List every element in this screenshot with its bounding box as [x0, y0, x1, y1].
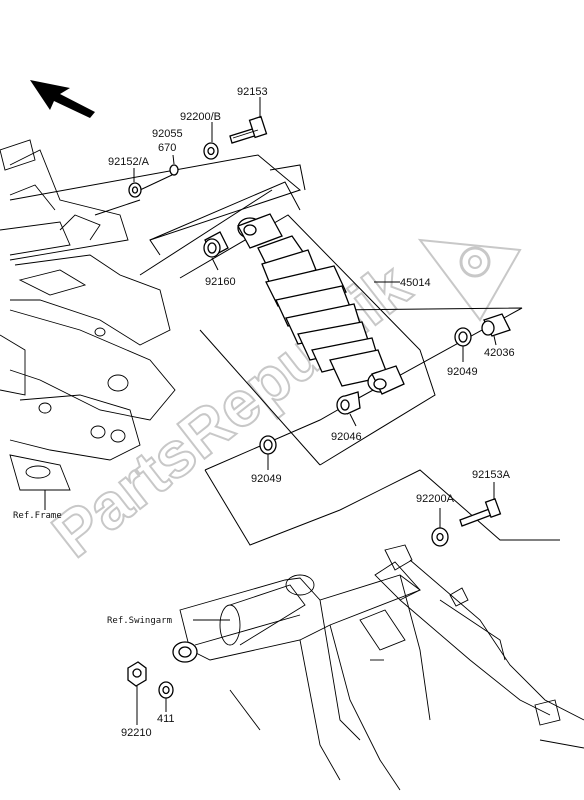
label-92055: 92055 [152, 128, 183, 140]
bolt-92153 [229, 97, 268, 144]
label-92049-right: 92049 [447, 366, 478, 378]
shock-absorber-45014 [237, 213, 405, 395]
bolt-92153A [459, 482, 502, 527]
washer-92200A [431, 508, 449, 547]
washer-411 [158, 681, 174, 712]
label-42036: 42036 [484, 347, 515, 359]
frame-structure [0, 139, 176, 491]
swingarm-structure [172, 544, 584, 791]
ref-swingarm-label: Ref.Swingarm [107, 616, 172, 626]
sleeve-42036 [481, 313, 511, 346]
label-92210: 92210 [121, 727, 152, 739]
label-92153A: 92153A [472, 469, 511, 481]
label-92200B: 92200/B [180, 111, 221, 123]
direction-arrow-icon [30, 80, 95, 118]
label-92152A: 92152/A [108, 156, 150, 168]
washer-92200B [203, 122, 219, 160]
label-92160: 92160 [205, 276, 236, 288]
label-92200A: 92200A [416, 493, 455, 505]
label-45014: 45014 [400, 277, 431, 289]
ref-frame-label: Ref.Frame [13, 511, 62, 521]
bushing-92046 [336, 391, 361, 427]
ring-670 [169, 154, 179, 176]
watermark: PartsRepublik [38, 248, 424, 572]
label-92046: 92046 [331, 431, 362, 443]
seal-92049-left [259, 435, 277, 470]
seal-92049-right [454, 327, 472, 362]
label-411: 411 [157, 713, 175, 725]
label-670: 670 [158, 142, 176, 154]
label-92153: 92153 [237, 86, 268, 98]
nut-92210 [127, 661, 147, 725]
bushing-92160 [203, 231, 229, 271]
label-92049-left: 92049 [251, 473, 282, 485]
spacer-92152A [128, 168, 142, 198]
gear-logo-icon [417, 238, 522, 322]
watermark-text: PartsRepublik [39, 249, 423, 571]
